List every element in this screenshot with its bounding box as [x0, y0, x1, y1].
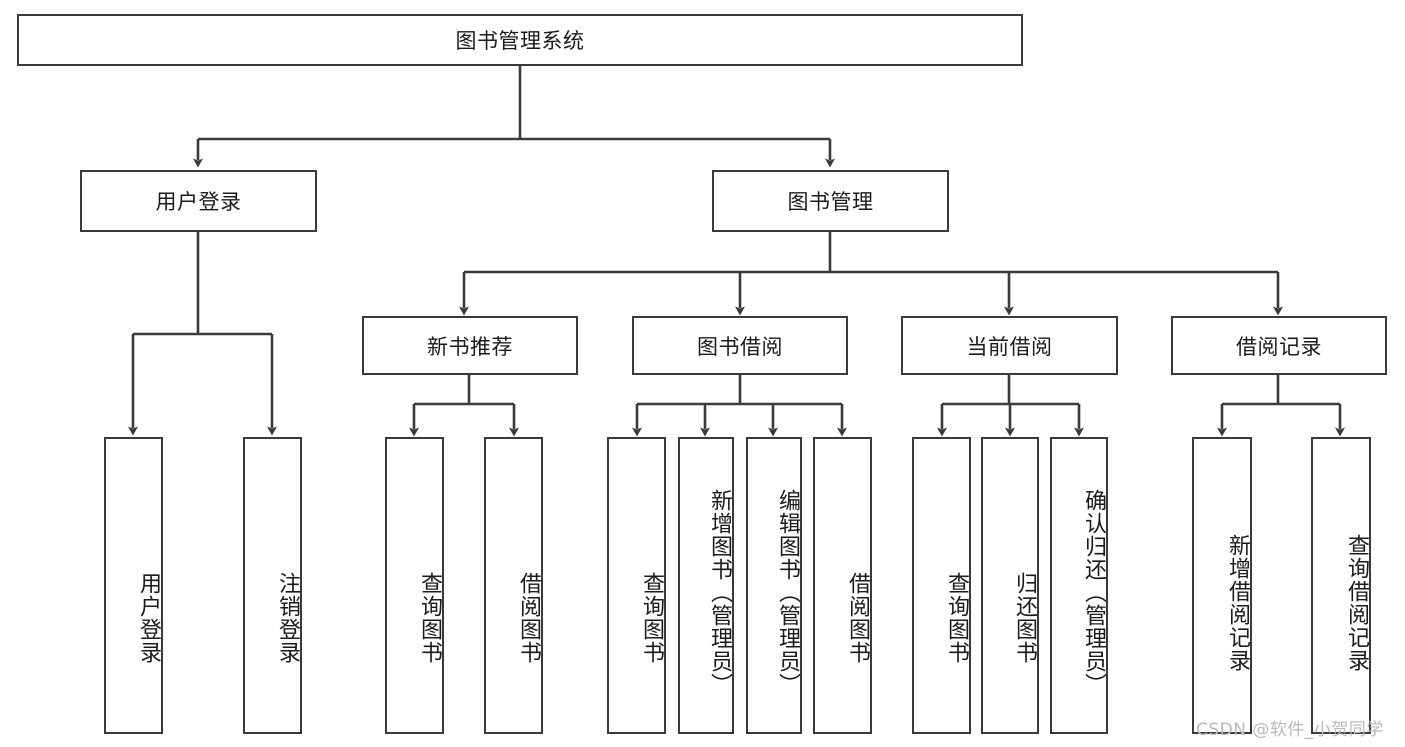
leaf-add-book-label: 新增图书（管理员） [707, 489, 732, 696]
leaf-query-book-1-label: 查询图书 [417, 571, 442, 664]
node-book-borrow[interactable]: 图书借阅 [632, 316, 848, 375]
leaf-user-login[interactable]: 用户登录 [104, 437, 163, 734]
leaf-edit-book-label: 编辑图书（管理员） [775, 489, 800, 696]
csdn-watermark: CSDN @软件_小贺同学 [1196, 720, 1384, 740]
leaf-edit-book[interactable]: 编辑图书（管理员） [746, 437, 802, 734]
leaf-query-book-3[interactable]: 查询图书 [912, 437, 971, 734]
leaf-borrow-book-2-label: 借阅图书 [845, 571, 870, 664]
leaf-user-login-label: 用户登录 [136, 571, 161, 664]
leaf-confirm-return-label: 确认归还（管理员） [1081, 489, 1106, 696]
node-book-management[interactable]: 图书管理 [712, 170, 949, 232]
node-borrow-record[interactable]: 借阅记录 [1171, 316, 1387, 375]
node-root[interactable]: 图书管理系统 [17, 14, 1023, 66]
leaf-logout[interactable]: 注销登录 [243, 437, 302, 734]
node-new-book-recommend-label: 新书推荐 [427, 334, 513, 359]
leaf-query-book-2[interactable]: 查询图书 [607, 437, 666, 734]
leaf-logout-label: 注销登录 [275, 571, 300, 664]
leaf-confirm-return[interactable]: 确认归还（管理员） [1050, 437, 1108, 734]
node-user-login-label: 用户登录 [155, 190, 242, 214]
leaf-query-record-label: 查询借阅记录 [1344, 533, 1369, 672]
node-book-borrow-label: 图书借阅 [697, 334, 783, 359]
leaf-borrow-book-1[interactable]: 借阅图书 [484, 437, 543, 734]
leaf-query-book-1[interactable]: 查询图书 [385, 437, 444, 734]
leaf-add-record-label: 新增借阅记录 [1225, 533, 1250, 672]
leaf-add-book[interactable]: 新增图书（管理员） [678, 437, 734, 734]
node-borrow-record-label: 借阅记录 [1236, 334, 1322, 359]
leaf-query-record[interactable]: 查询借阅记录 [1311, 437, 1371, 734]
leaf-add-record[interactable]: 新增借阅记录 [1192, 437, 1252, 734]
node-root-label: 图书管理系统 [455, 29, 585, 53]
node-current-borrow[interactable]: 当前借阅 [901, 316, 1118, 375]
leaf-borrow-book-1-label: 借阅图书 [516, 571, 541, 664]
leaf-query-book-3-label: 查询图书 [944, 571, 969, 664]
node-current-borrow-label: 当前借阅 [966, 334, 1053, 359]
node-user-login[interactable]: 用户登录 [80, 170, 317, 232]
leaf-return-book[interactable]: 归还图书 [981, 437, 1039, 734]
leaf-borrow-book-2[interactable]: 借阅图书 [813, 437, 872, 734]
node-book-management-label: 图书管理 [787, 190, 874, 214]
node-new-book-recommend[interactable]: 新书推荐 [362, 316, 578, 375]
leaf-return-book-label: 归还图书 [1012, 571, 1037, 664]
leaf-query-book-2-label: 查询图书 [639, 571, 664, 664]
